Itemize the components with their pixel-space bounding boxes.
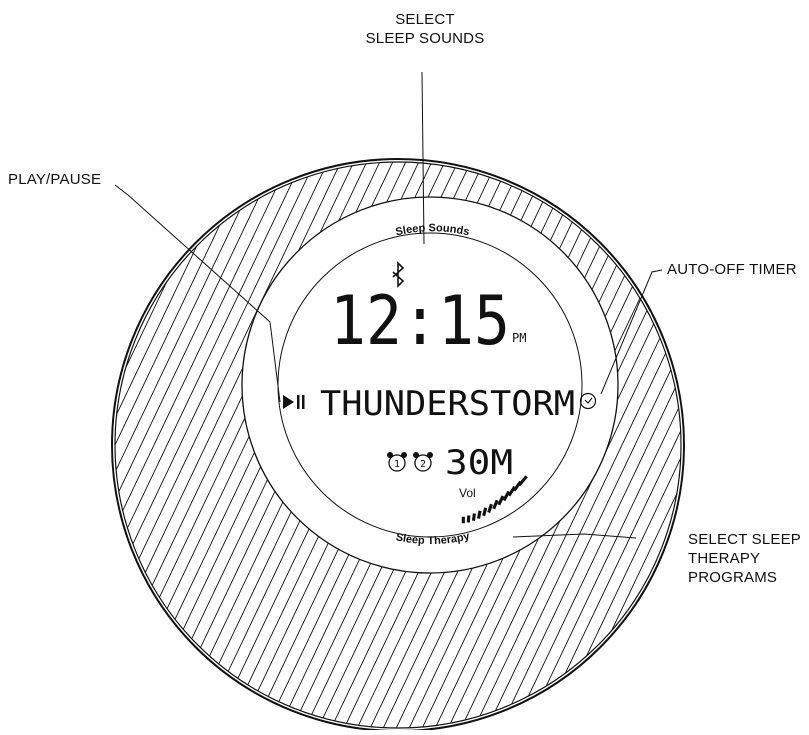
grille-groove [484,162,681,728]
callout-line: SELECT [395,11,455,28]
grille-groove [115,162,331,728]
callout-auto-off-timer: AUTO-OFF TIMER [667,260,797,279]
callout-play-pause: PLAY/PAUSE [8,170,101,189]
grille-groove [745,130,809,730]
grille-groove [719,130,809,730]
leader-sleep-sounds [421,71,425,245]
meridiem-indicator: PM [512,331,526,345]
callout-select-sleep-therapy: SELECT SLEEP THERAPY PROGRAMS [688,530,801,587]
volume-segment [482,507,488,517]
grille-groove [115,162,318,728]
grille-groove [0,130,18,730]
volume-segment [502,490,511,502]
grille-groove [0,130,96,730]
bluetooth-icon [392,261,405,288]
callout-line: THERAPY [688,550,761,567]
volume-segment [461,516,465,524]
volume-label: Vol [459,486,476,500]
callout-line: AUTO-OFF TIMER [667,261,797,278]
volume-segment [492,499,499,510]
grille-groove [523,162,681,728]
volume-segment [497,495,505,506]
grille-groove [458,162,681,728]
alarm-1-number: 1 [394,459,400,470]
grille-groove [0,130,70,730]
grille-groove [666,162,681,728]
timer-value: 30M [445,443,513,483]
grille-groove [115,162,357,728]
volume-segment [517,475,528,487]
clock-icon[interactable] [579,392,597,410]
callout-line: SLEEP SOUNDS [365,30,485,47]
grille-groove [0,130,109,730]
volume-meter [461,475,528,524]
volume-segment [487,503,493,514]
grille-groove [0,130,57,730]
grille-groove [693,130,809,730]
grille-groove [115,162,305,728]
sleep-therapy-button[interactable]: Sleep Therapy [395,530,472,547]
grille-groove [0,130,83,730]
grille-groove [115,162,123,728]
grille-groove [0,130,31,730]
alarm-1-icon: 1 [387,452,407,472]
callout-select-sleep-sounds: SELECT SLEEP SOUNDS [360,10,490,48]
leader-sleep-therapy [512,533,637,539]
grille-groove [0,130,44,730]
grille-groove [115,162,136,728]
clock-time: 12:15 [330,282,510,361]
grille-groove [471,162,681,728]
callout-line: PLAY/PAUSE [8,171,102,188]
grille-groove [497,162,681,728]
grille-groove [115,162,279,728]
alarm-2-icon: 2 [413,452,433,472]
leader-play-pause [114,184,281,403]
volume-segment [477,510,482,519]
leader-auto-off-timer [600,269,663,395]
grille-groove [115,162,266,728]
play-pause-icon[interactable] [283,395,305,409]
leader-lines [114,71,663,539]
grille-groove [0,130,5,730]
grille-groove [115,162,292,728]
sleep-sounds-button[interactable]: Sleep Sounds [394,222,470,238]
grille-groove [536,162,681,728]
grille-groove [732,130,809,730]
lcd-display: 12:15 PM THUNDERSTORM 1 [283,261,597,524]
sound-name: THUNDERSTORM [320,384,575,424]
callout-line: SELECT SLEEP [688,531,802,548]
volume-segment [471,513,476,521]
grille-groove [115,162,344,728]
volume-segment [466,515,471,523]
grille-groove [706,130,809,730]
grille-groove [510,162,681,728]
callout-line: PROGRAMS [688,569,778,586]
alarm-2-number: 2 [420,459,426,470]
grille-groove [679,162,681,728]
